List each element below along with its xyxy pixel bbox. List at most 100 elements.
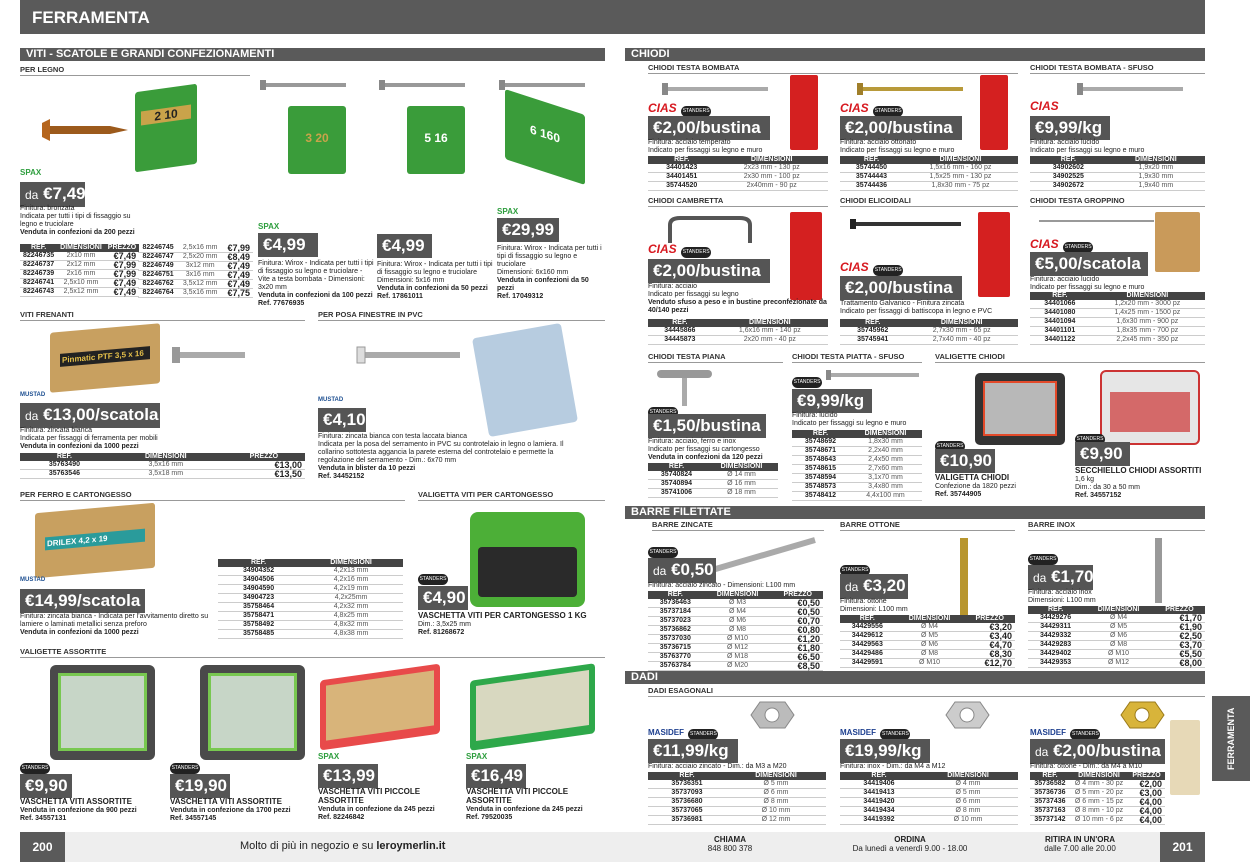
brand-logos: CIAS STANDERS xyxy=(648,101,712,117)
standers-logo: STANDERS xyxy=(1075,427,1105,445)
product-card-spax-1: 3 20 SPAX €4,99 Finitura: Wirox - Indica… xyxy=(258,78,376,307)
price-tag: da €3,20 xyxy=(840,574,908,599)
blister-image xyxy=(978,212,1010,297)
price-tag: €11,99/kg xyxy=(648,739,738,763)
spax-logo: SPAX xyxy=(258,222,280,231)
price-tag: da €0,50 xyxy=(648,558,716,583)
spax-box-image: 6 160 xyxy=(505,89,585,185)
price-tag: €10,90 xyxy=(935,449,995,473)
standers-logo: STANDERS xyxy=(648,540,678,558)
price-tag: €2,00/bustina xyxy=(648,116,770,140)
screw-image xyxy=(260,80,346,90)
nail-image xyxy=(1039,220,1154,222)
blister-image xyxy=(1170,720,1200,795)
price-tag: €29,99 xyxy=(497,218,559,242)
product-description: Finitura: ottone - Dim.: da M4 a M10 xyxy=(1030,763,1143,770)
price-tag: da €13,00/scatola xyxy=(20,403,160,428)
side-tab[interactable]: FERRAMENTA xyxy=(1212,696,1250,781)
subheader-groppino: CHIODI TESTA GROPPINO xyxy=(1030,196,1205,207)
blister-image xyxy=(980,75,1008,150)
product-description: Finitura: Wirox - Indicata per tutti i t… xyxy=(497,245,602,300)
price-tag: €2,00/bustina xyxy=(648,259,770,283)
brand-logos: MASIDEF STANDERS xyxy=(1030,722,1101,740)
nail-image xyxy=(662,83,768,95)
price-tag: €9,99/kg xyxy=(792,389,872,413)
standers-logo: STANDERS xyxy=(418,567,448,585)
brand-logos: CIAS STANDERS xyxy=(840,101,904,117)
price-tag: €9,99/kg xyxy=(1030,116,1110,140)
site-link[interactable]: leroymerlin.it xyxy=(376,840,446,852)
product-description: Finitura: zincata bianca con testa lacca… xyxy=(318,433,564,480)
brand-logos: CIAS STANDERS xyxy=(840,260,904,276)
product-description: Finitura: acciaio zincato - Dimensioni: … xyxy=(648,582,796,589)
blister-image xyxy=(790,75,818,150)
product-card-spax-2: 5 16 €4,99 Finitura: Wirox - Indicata pe… xyxy=(377,78,495,300)
nut-image xyxy=(945,701,990,729)
mustad-logo: MUSTAD xyxy=(20,577,46,583)
nail-image xyxy=(657,370,712,406)
price-tag: €4,10 xyxy=(318,408,366,432)
price-tag: da €2,00/bustina xyxy=(1030,739,1165,764)
nut-image xyxy=(750,701,795,729)
rod-image xyxy=(960,538,968,618)
staple-image xyxy=(668,216,752,243)
spax-logo: SPAX xyxy=(20,168,42,177)
standers-logo: STANDERS xyxy=(840,558,870,576)
box-image: DRILEX 4,2 x 19 xyxy=(35,502,155,579)
bucket-image xyxy=(1100,370,1200,445)
subheader-dadi: DADI ESAGONALI xyxy=(648,686,1205,697)
subheader-piana: CHIODI TESTA PIANA xyxy=(648,352,783,363)
screw-image xyxy=(499,80,585,90)
brand-logos: MASIDEF STANDERS xyxy=(840,722,911,740)
product-description: Finitura: Wirox - Indicata per tutti i t… xyxy=(377,261,493,300)
case-image xyxy=(320,663,440,751)
subheader-piatta: CHIODI TESTA PIATTA - SFUSO xyxy=(792,352,922,363)
page-number-right: 201 xyxy=(1160,832,1205,862)
rod-image xyxy=(1155,538,1162,603)
footer-promo: Molto di più in negozio e su leroymerlin… xyxy=(240,840,446,852)
subheader-chiodi-sfuso: CHIODI TESTA BOMBATA - SFUSO xyxy=(1030,63,1205,74)
price-tag: da €7,49 xyxy=(20,182,86,207)
nail-image xyxy=(826,370,919,380)
price-tag: €4,99 xyxy=(258,233,318,257)
container-image xyxy=(470,512,585,607)
section-barre: BARRE FILETTATE xyxy=(625,506,1205,519)
page-title: FERRAMENTA xyxy=(20,0,1205,34)
standers-logo: STANDERS xyxy=(792,370,822,388)
subheader-per-legno: PER LEGNO xyxy=(20,65,250,76)
footer xyxy=(20,832,1205,862)
price-tag: €19,99/kg xyxy=(840,739,930,763)
product-description: Finitura: zincata bianca - Indicata per … xyxy=(20,613,209,636)
case-image xyxy=(975,373,1065,445)
product-card-spax-3: 6 160 SPAX €29,99 Finitura: Wirox - Indi… xyxy=(497,78,605,300)
product-description: Finitura: Wirox - Indicata per tutti i t… xyxy=(258,260,374,307)
standers-logo: STANDERS xyxy=(170,756,200,774)
screw-image xyxy=(379,80,465,90)
case-image xyxy=(200,665,305,760)
nut-image xyxy=(1120,701,1165,729)
price-tag: €4,90 xyxy=(418,586,468,610)
brand-logos: MASIDEF STANDERS xyxy=(648,722,719,740)
